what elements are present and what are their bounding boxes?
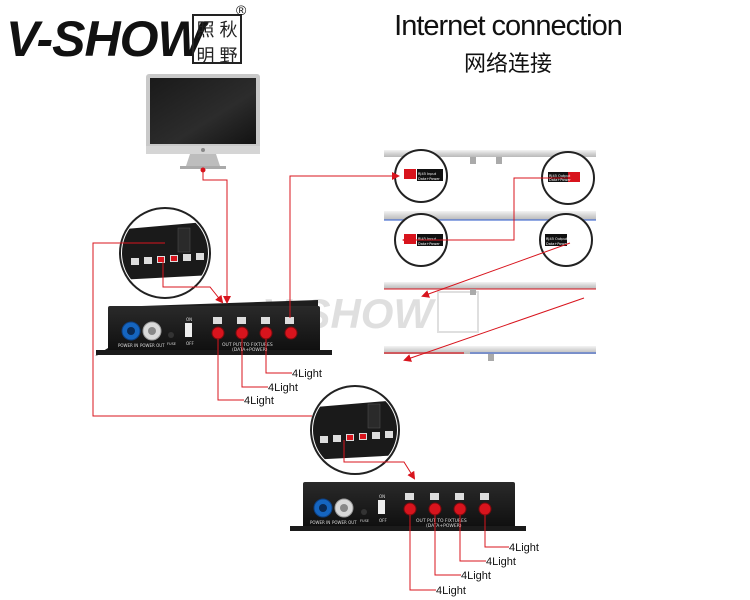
output-ports [403,493,492,516]
fuse-label: FUSE [360,519,369,523]
bottom-output-label: 4Light [436,585,466,597]
top-output-label: 4Light [292,368,322,380]
top-controller-box: POWER IN POWER OUT FUSE ON OFF OUT PUT T… [95,300,332,356]
power-switch[interactable] [185,323,192,337]
tube-output-callout-2: RJ45 Output Data+Power [539,213,593,267]
switch-on-label: ON [379,494,385,499]
power-in-label: POWER IN [310,520,330,525]
page-title: Internet connection [394,10,623,42]
seal-char: 秋 [219,20,238,41]
registered-mark: ® [236,2,247,18]
tube-input-callout-1: RJ45 Input Data+Power [394,149,448,203]
callout-label: RJ45 Output [549,174,571,178]
output-label: OUT PUT TO FIXTURES [222,342,273,348]
bottom-controller-box: POWER IN POWER OUT FUSE ON OFF OUT PUT T… [290,482,526,531]
power-in-label: POWER IN [118,343,138,348]
brand-seal: 照 秋 明 野 [192,14,242,67]
callout-label: RJ45 Input [418,237,437,241]
led-tube-2 [384,211,596,221]
top-output-leaders [217,339,292,401]
apple-logo-icon [201,148,205,152]
top-output-label: 4Light [268,382,298,394]
switch-off-label: OFF [186,341,194,346]
power-out-label: POWER OUT [332,520,357,525]
output-sublabel: (DATA+POWER) [426,523,462,529]
bottom-output-label: 4Light [461,570,491,582]
output-ports [211,317,298,340]
callout-label: Data+Power [549,178,571,182]
seal-char: 野 [219,46,238,67]
computer-monitor [146,74,260,169]
bottom-controller-zoom-callout [310,385,400,475]
output-sublabel: (DATA+POWER) [232,347,268,353]
led-tube-1 [384,150,596,164]
led-tube-4 [384,346,596,361]
seal-char: 明 [196,46,215,67]
callout-label: Data+Power [546,242,568,246]
top-output-label: 4Light [244,395,274,407]
brand-logo: V-SHOW [6,11,205,67]
fuse-icon [361,509,367,515]
fuse-label: FUSE [167,342,176,346]
bottom-output-label: 4Light [486,556,516,568]
fuse-icon [168,332,174,338]
bottom-output-leaders [409,515,509,591]
power-out-label: POWER OUT [140,343,165,348]
seal-char: 照 [196,20,215,41]
power-switch[interactable] [378,500,385,514]
callout-label: Data+Power [418,242,440,246]
output-label: OUT PUT TO FIXTURES [416,518,467,524]
top-controller-zoom-callout [119,207,211,299]
led-tube-3 [384,282,596,295]
switch-on-label: ON [186,317,192,322]
callout-label: RJ45 Output [546,237,568,241]
page-subtitle: 网络连接 [463,52,552,77]
monitor-port-icon [200,167,206,173]
network-wires [92,172,585,480]
callout-label: Data+Power [418,177,440,181]
bottom-output-label: 4Light [509,542,539,554]
callout-label: RJ45 Input [418,172,437,176]
switch-off-label: OFF [379,518,387,523]
